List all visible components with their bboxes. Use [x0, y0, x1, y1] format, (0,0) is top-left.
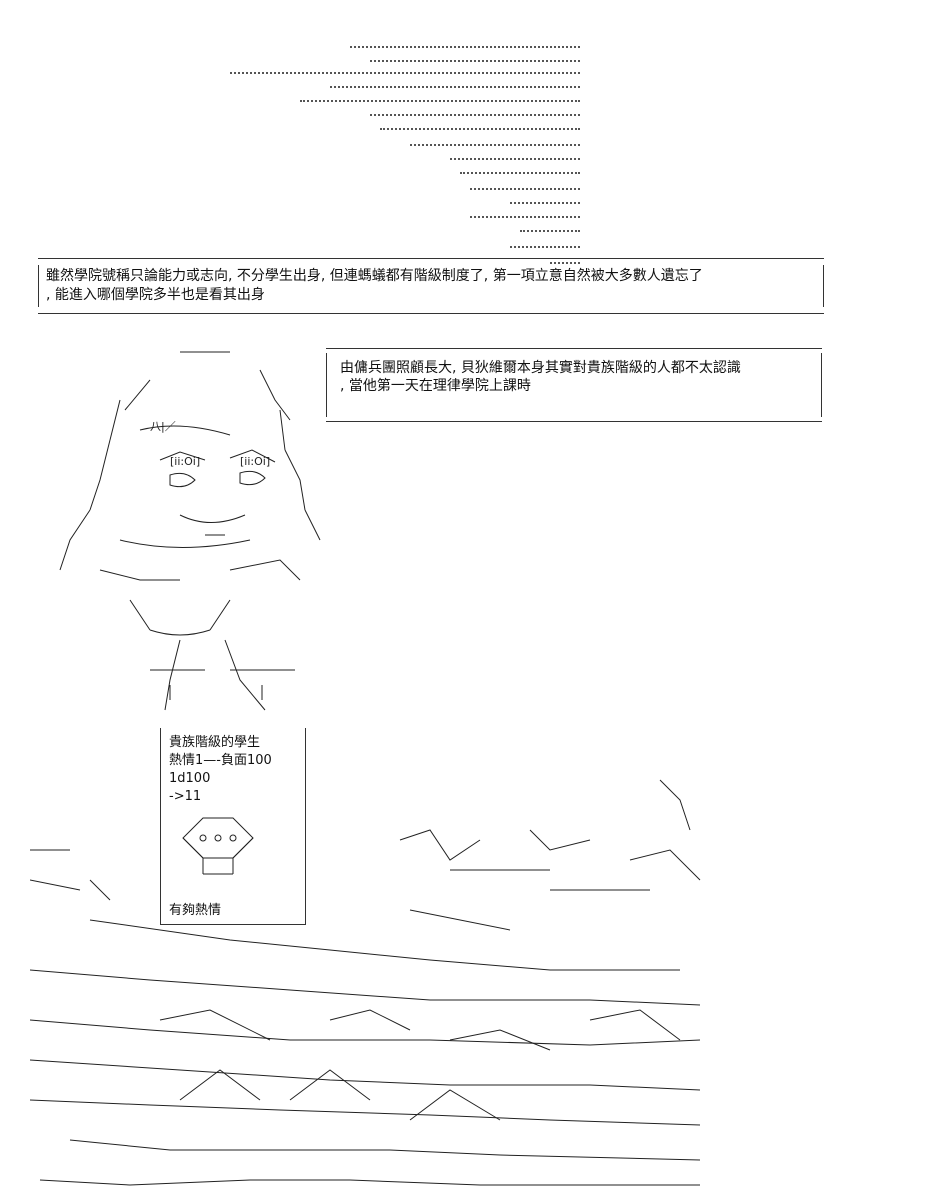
svg-text:[ii:Oi]: [ii:Oi] [170, 455, 200, 468]
stat-box: 貴族階級的學生 熱情1—-負面100 1d100 ->11 有夠熱情 [160, 728, 306, 925]
dice-icon [182, 817, 254, 875]
svg-text:[ii:Oi]: [ii:Oi] [240, 455, 270, 468]
stat-line-1: 貴族階級的學生 [169, 735, 261, 750]
stat-line-2: 熱情1—-負面100 [169, 753, 272, 768]
stat-line-4: ->11 [169, 789, 202, 804]
crowd-art [30, 740, 710, 1190]
caption-top-line2: , 能進入哪個學院多半也是看其出身 [46, 287, 265, 303]
character-art: 八|／ [ii:Oi] [ii:Oi] [30, 340, 330, 720]
stat-footer: 有夠熱情 [169, 903, 222, 918]
caption-box-mid: 由傭兵團照顧長大, 貝狄維爾本身其實對貴族階級的人都不太認識 , 當他第一天在理… [326, 348, 822, 422]
caption-box-top: 雖然學院號稱只論能力或志向, 不分學生出身, 但連螞蟻都有階級制度了, 第一項立… [38, 258, 824, 314]
caption-top-line1: 雖然學院號稱只論能力或志向, 不分學生出身, 但連螞蟻都有階級制度了, 第一項立… [46, 268, 703, 284]
stat-line-3: 1d100 [169, 771, 211, 786]
svg-text:八|／: 八|／ [150, 420, 176, 433]
caption-mid-line2: , 當他第一天在理律學院上課時 [340, 378, 531, 394]
caption-mid-line1: 由傭兵團照顧長大, 貝狄維爾本身其實對貴族階級的人都不太認識 [340, 360, 741, 376]
